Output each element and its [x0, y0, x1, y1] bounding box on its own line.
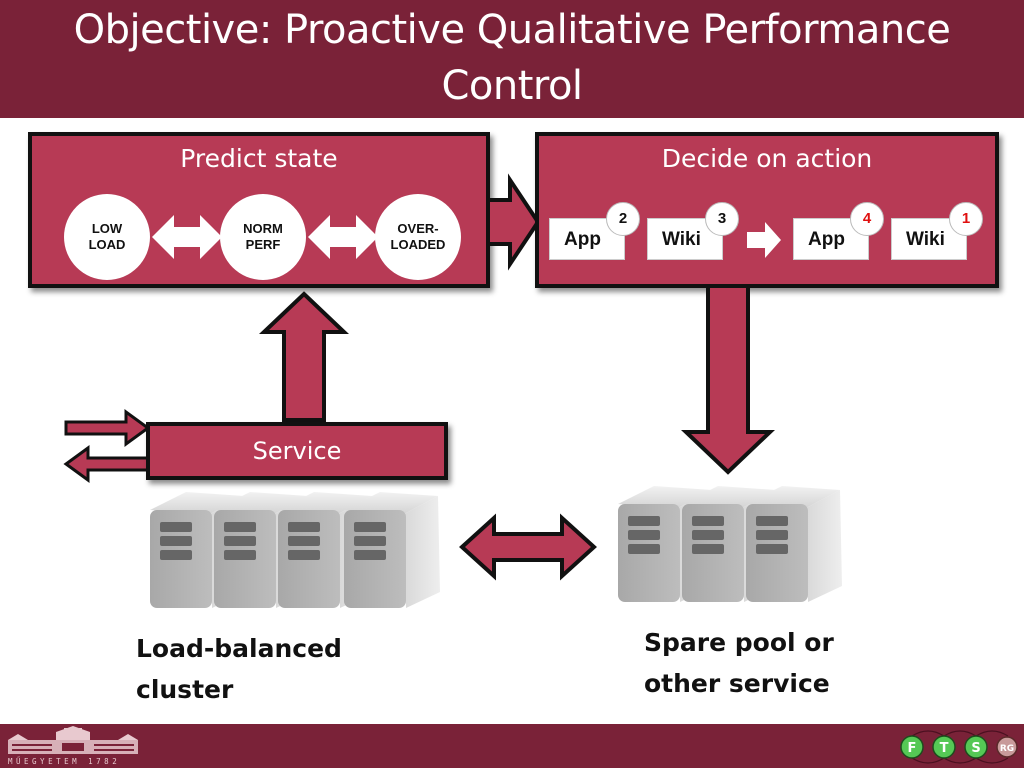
state-low-load: LOW LOAD — [64, 194, 150, 280]
caption-line: other service — [644, 669, 830, 698]
svg-text:F: F — [908, 741, 917, 756]
decide-action-panel: Decide on action App 2 Wiki 3 App 4 Wiki… — [535, 132, 999, 288]
footer-bar: MŰEGYETEM 1782 F T S RG — [0, 724, 1024, 768]
slide-title-line-1: Objective: Proactive Qualitative Perform… — [73, 7, 951, 53]
double-arrow-icon — [308, 215, 378, 259]
caption-line: Spare pool or — [644, 628, 834, 657]
university-logo: MŰEGYETEM 1782 — [8, 726, 138, 766]
request-arrow-icon — [64, 409, 151, 447]
right-arrow-icon — [747, 222, 781, 258]
up-arrow-icon — [258, 291, 350, 422]
svg-text:S: S — [971, 741, 980, 756]
caption-line: cluster — [136, 675, 234, 704]
box-label: App — [564, 229, 601, 250]
box-label: Wiki — [662, 229, 701, 250]
state-label: NORM — [243, 221, 283, 236]
service-bar: Service — [146, 422, 448, 480]
wiki-box-before: Wiki — [647, 218, 723, 260]
priority-badge-changed: 1 — [949, 202, 983, 236]
server-icon — [746, 486, 842, 602]
decide-action-title: Decide on action — [661, 144, 873, 173]
down-arrow-icon — [681, 284, 775, 475]
service-label: Service — [252, 437, 342, 465]
title-bar: Objective: Proactive Qualitative Perform… — [0, 0, 1024, 118]
predict-state-title: Predict state — [180, 144, 338, 173]
fts-logo: F T S RG — [900, 730, 1018, 764]
priority-badge: 3 — [705, 202, 739, 236]
state-label: OVER- — [397, 221, 439, 236]
app-box-after: App — [793, 218, 869, 260]
state-label: LOAD — [88, 237, 126, 252]
load-balanced-cluster — [150, 492, 440, 608]
state-label: LOW — [91, 221, 123, 236]
university-text: MŰEGYETEM 1782 — [8, 757, 120, 766]
box-label: Wiki — [906, 229, 945, 250]
caption-line: Load-balanced — [136, 634, 342, 663]
transfer-double-arrow-icon — [459, 513, 597, 581]
logo-circle-rg: RG — [996, 736, 1018, 758]
slide-title: Objective: Proactive Qualitative Perform… — [0, 2, 1024, 114]
priority-badge-changed: 4 — [850, 202, 884, 236]
state-label: LOADED — [390, 237, 446, 252]
logo-circle-f: F — [900, 735, 924, 759]
cluster-caption: Load-balanced cluster — [136, 628, 342, 710]
predict-state-panel: Predict state LOW LOAD NORM PERF OVER- L… — [28, 132, 490, 288]
logo-circle-s: S — [964, 735, 988, 759]
right-arrow-icon — [486, 173, 541, 271]
state-normal-performance: NORM PERF — [220, 194, 306, 280]
box-label: App — [808, 229, 845, 250]
logo-circle-t: T — [932, 735, 956, 759]
spare-pool-servers — [618, 486, 842, 602]
svg-text:RG: RG — [1000, 744, 1014, 754]
state-label: PERF — [245, 237, 281, 252]
double-arrow-icon — [152, 215, 222, 259]
svg-text:T: T — [940, 741, 949, 756]
priority-badge: 2 — [606, 202, 640, 236]
response-arrow-icon — [63, 445, 150, 483]
state-overloaded: OVER- LOADED — [375, 194, 461, 280]
server-icon — [344, 492, 440, 608]
slide-title-line-2: Control — [441, 63, 583, 109]
spare-pool-caption: Spare pool or other service — [644, 622, 834, 704]
